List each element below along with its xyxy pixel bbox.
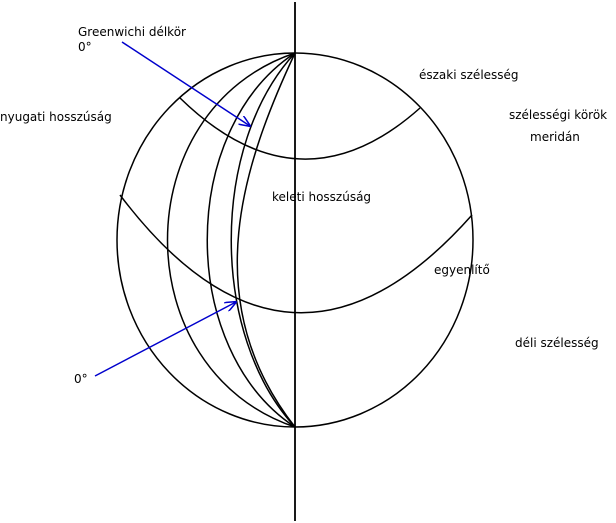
greenwich-arrow [121,41,250,126]
equator-line [119,194,473,314]
west-longitude-label: nyugati hosszúság [0,110,112,124]
latitude-north [179,97,421,160]
meridian-2 [206,52,296,428]
meridian-label: meridán [530,130,580,144]
greenwich-label: Greenwichi délkör [78,25,186,39]
south-latitude-label: déli szélesség [515,336,599,350]
north-latitude-label: északi szélesség [419,68,519,82]
greenwich-degree-label: 0° [78,40,92,54]
equator-arrow [94,302,236,377]
meridian-1 [166,52,296,428]
equator-degree-label: 0° [74,372,88,386]
equator-label: egyenlítő [434,263,490,277]
meridian-greenwich [230,52,296,428]
east-longitude-label: keleti hosszúság [272,190,371,204]
latitude-circles-label: szélességi körök [509,108,607,122]
meridian-4 [236,52,296,428]
